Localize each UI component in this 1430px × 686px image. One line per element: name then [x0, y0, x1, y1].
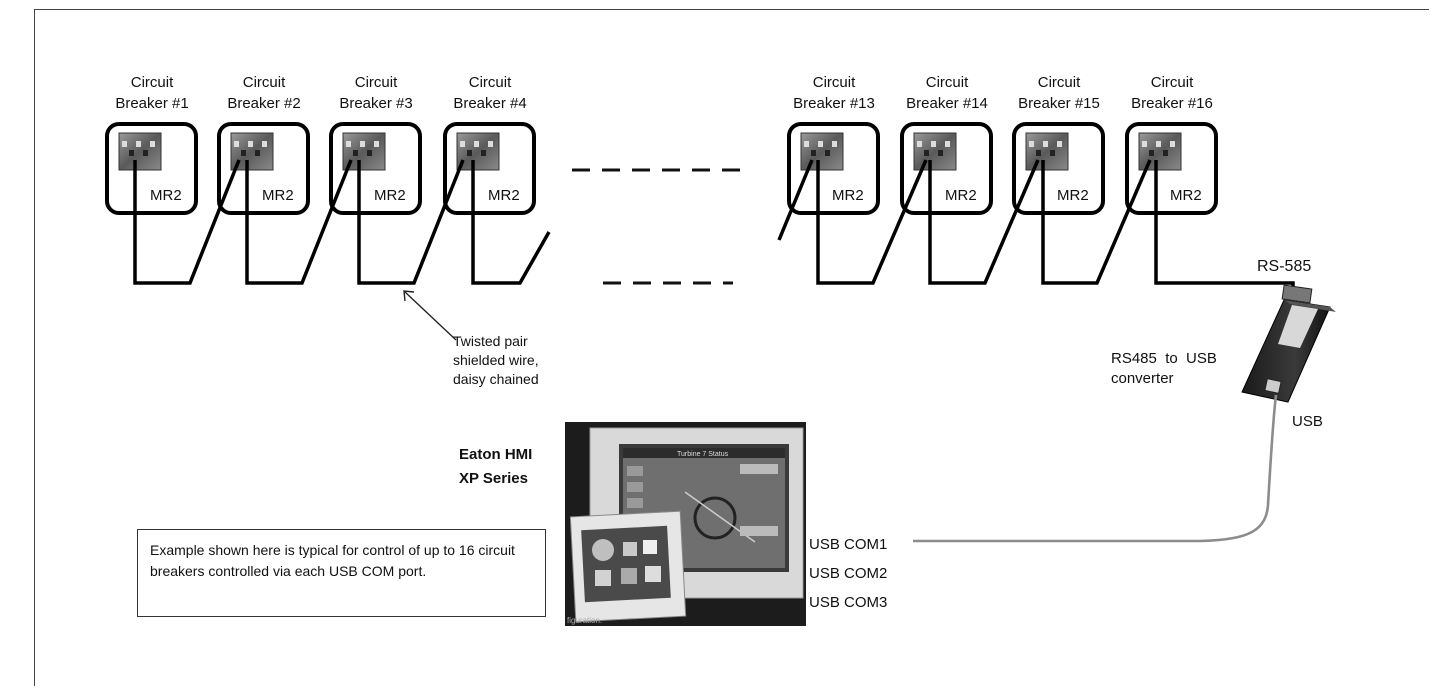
note-text: Example shown here is typical for contro…	[150, 542, 515, 579]
rs585-label: RS-585	[1257, 258, 1312, 275]
wire-segment	[928, 159, 1040, 285]
photo-caption: figuration.	[567, 616, 602, 625]
breaker-module-label: MR2	[1057, 187, 1089, 204]
breaker-module-label: MR2	[488, 187, 520, 204]
wire-segment	[777, 159, 814, 241]
breaker-title-line2: Breaker #14	[906, 95, 988, 112]
breaker-module	[443, 122, 536, 215]
screen-title: Turbine 7 Status	[677, 451, 729, 458]
wire-segment	[133, 159, 241, 285]
wire-segment	[816, 159, 928, 285]
converter-label-line1: RS485 to USB	[1111, 350, 1217, 367]
com-port-3: USB COM3	[809, 594, 888, 611]
breaker-module-label: MR2	[945, 187, 977, 204]
usb-cable	[913, 394, 1278, 543]
wire-label-line1: Twisted pair	[453, 333, 528, 349]
converter-label-line2: converter	[1111, 370, 1174, 387]
wire-segment	[1041, 159, 1152, 285]
breaker-title-line1: Circuit	[925, 74, 969, 91]
com-port-2: USB COM2	[809, 565, 888, 582]
breaker-title-line1: Circuit	[354, 74, 398, 91]
breaker-title-line1: Circuit	[130, 74, 174, 91]
breaker-title-line1: Circuit	[468, 74, 512, 91]
breaker-module-label: MR2	[1170, 187, 1202, 204]
breaker-module-label: MR2	[374, 187, 406, 204]
breaker-module-label: MR2	[832, 187, 864, 204]
diagram-frame	[34, 9, 1429, 686]
wire-segment	[357, 159, 465, 285]
breaker-module	[900, 122, 993, 215]
breaker-title-line2: Breaker #16	[1131, 95, 1213, 112]
breaker-module-label: MR2	[262, 187, 294, 204]
breaker-title-line1: Circuit	[1150, 74, 1194, 91]
wire-segment	[245, 159, 353, 285]
breaker-title-line2: Breaker #3	[339, 95, 413, 112]
wire-segment	[471, 160, 551, 285]
breaker-module-label: MR2	[150, 187, 182, 204]
hmi-label-line1: Eaton HMI	[459, 446, 533, 463]
note-box: Example shown here is typical for contro…	[137, 529, 546, 617]
hmi-illustration: Turbine 7 Status figuration.	[565, 422, 806, 626]
breaker-title-line2: Breaker #13	[793, 95, 875, 112]
circuit-board-image	[1138, 132, 1182, 171]
com-ports: USB COM1 USB COM2 USB COM3	[809, 530, 887, 617]
breaker-title-line1: Circuit	[812, 74, 856, 91]
wire-label: Twisted pair shielded wire, daisy chaine…	[453, 332, 539, 389]
breaker-title-line1: Circuit	[1037, 74, 1081, 91]
breaker-module	[1012, 122, 1105, 215]
wire-label-line2: shielded wire,	[453, 352, 539, 368]
circuit-board-image	[800, 132, 844, 171]
breaker-module	[787, 122, 880, 215]
circuit-board-image	[456, 132, 500, 171]
breaker-title-line2: Breaker #4	[453, 95, 527, 112]
circuit-board-image	[118, 132, 162, 171]
breaker-module	[329, 122, 422, 215]
breaker-module	[1125, 122, 1218, 215]
com-port-1: USB COM1	[809, 536, 888, 553]
wire-pointer-arrow	[404, 291, 457, 341]
circuit-board-image	[913, 132, 957, 171]
wire-pointer-arrowhead	[403, 290, 415, 302]
breaker-module	[105, 122, 198, 215]
breaker-title-line2: Breaker #2	[227, 95, 301, 112]
usb-label: USB	[1292, 413, 1323, 430]
hmi-label: Eaton HMI XP Series	[459, 443, 532, 491]
converter-label: RS485 to USB converter	[1111, 349, 1217, 389]
breaker-title-line2: Breaker #1	[115, 95, 189, 112]
hmi-photo: Turbine 7 Status figuration.	[565, 422, 806, 626]
breaker-title-line2: Breaker #15	[1018, 95, 1100, 112]
hmi-label-line2: XP Series	[459, 470, 528, 487]
breaker-title-line1: Circuit	[242, 74, 286, 91]
circuit-board-image	[1025, 132, 1069, 171]
rs485-usb-converter	[1241, 284, 1336, 403]
wire-label-line3: daisy chained	[453, 371, 539, 387]
